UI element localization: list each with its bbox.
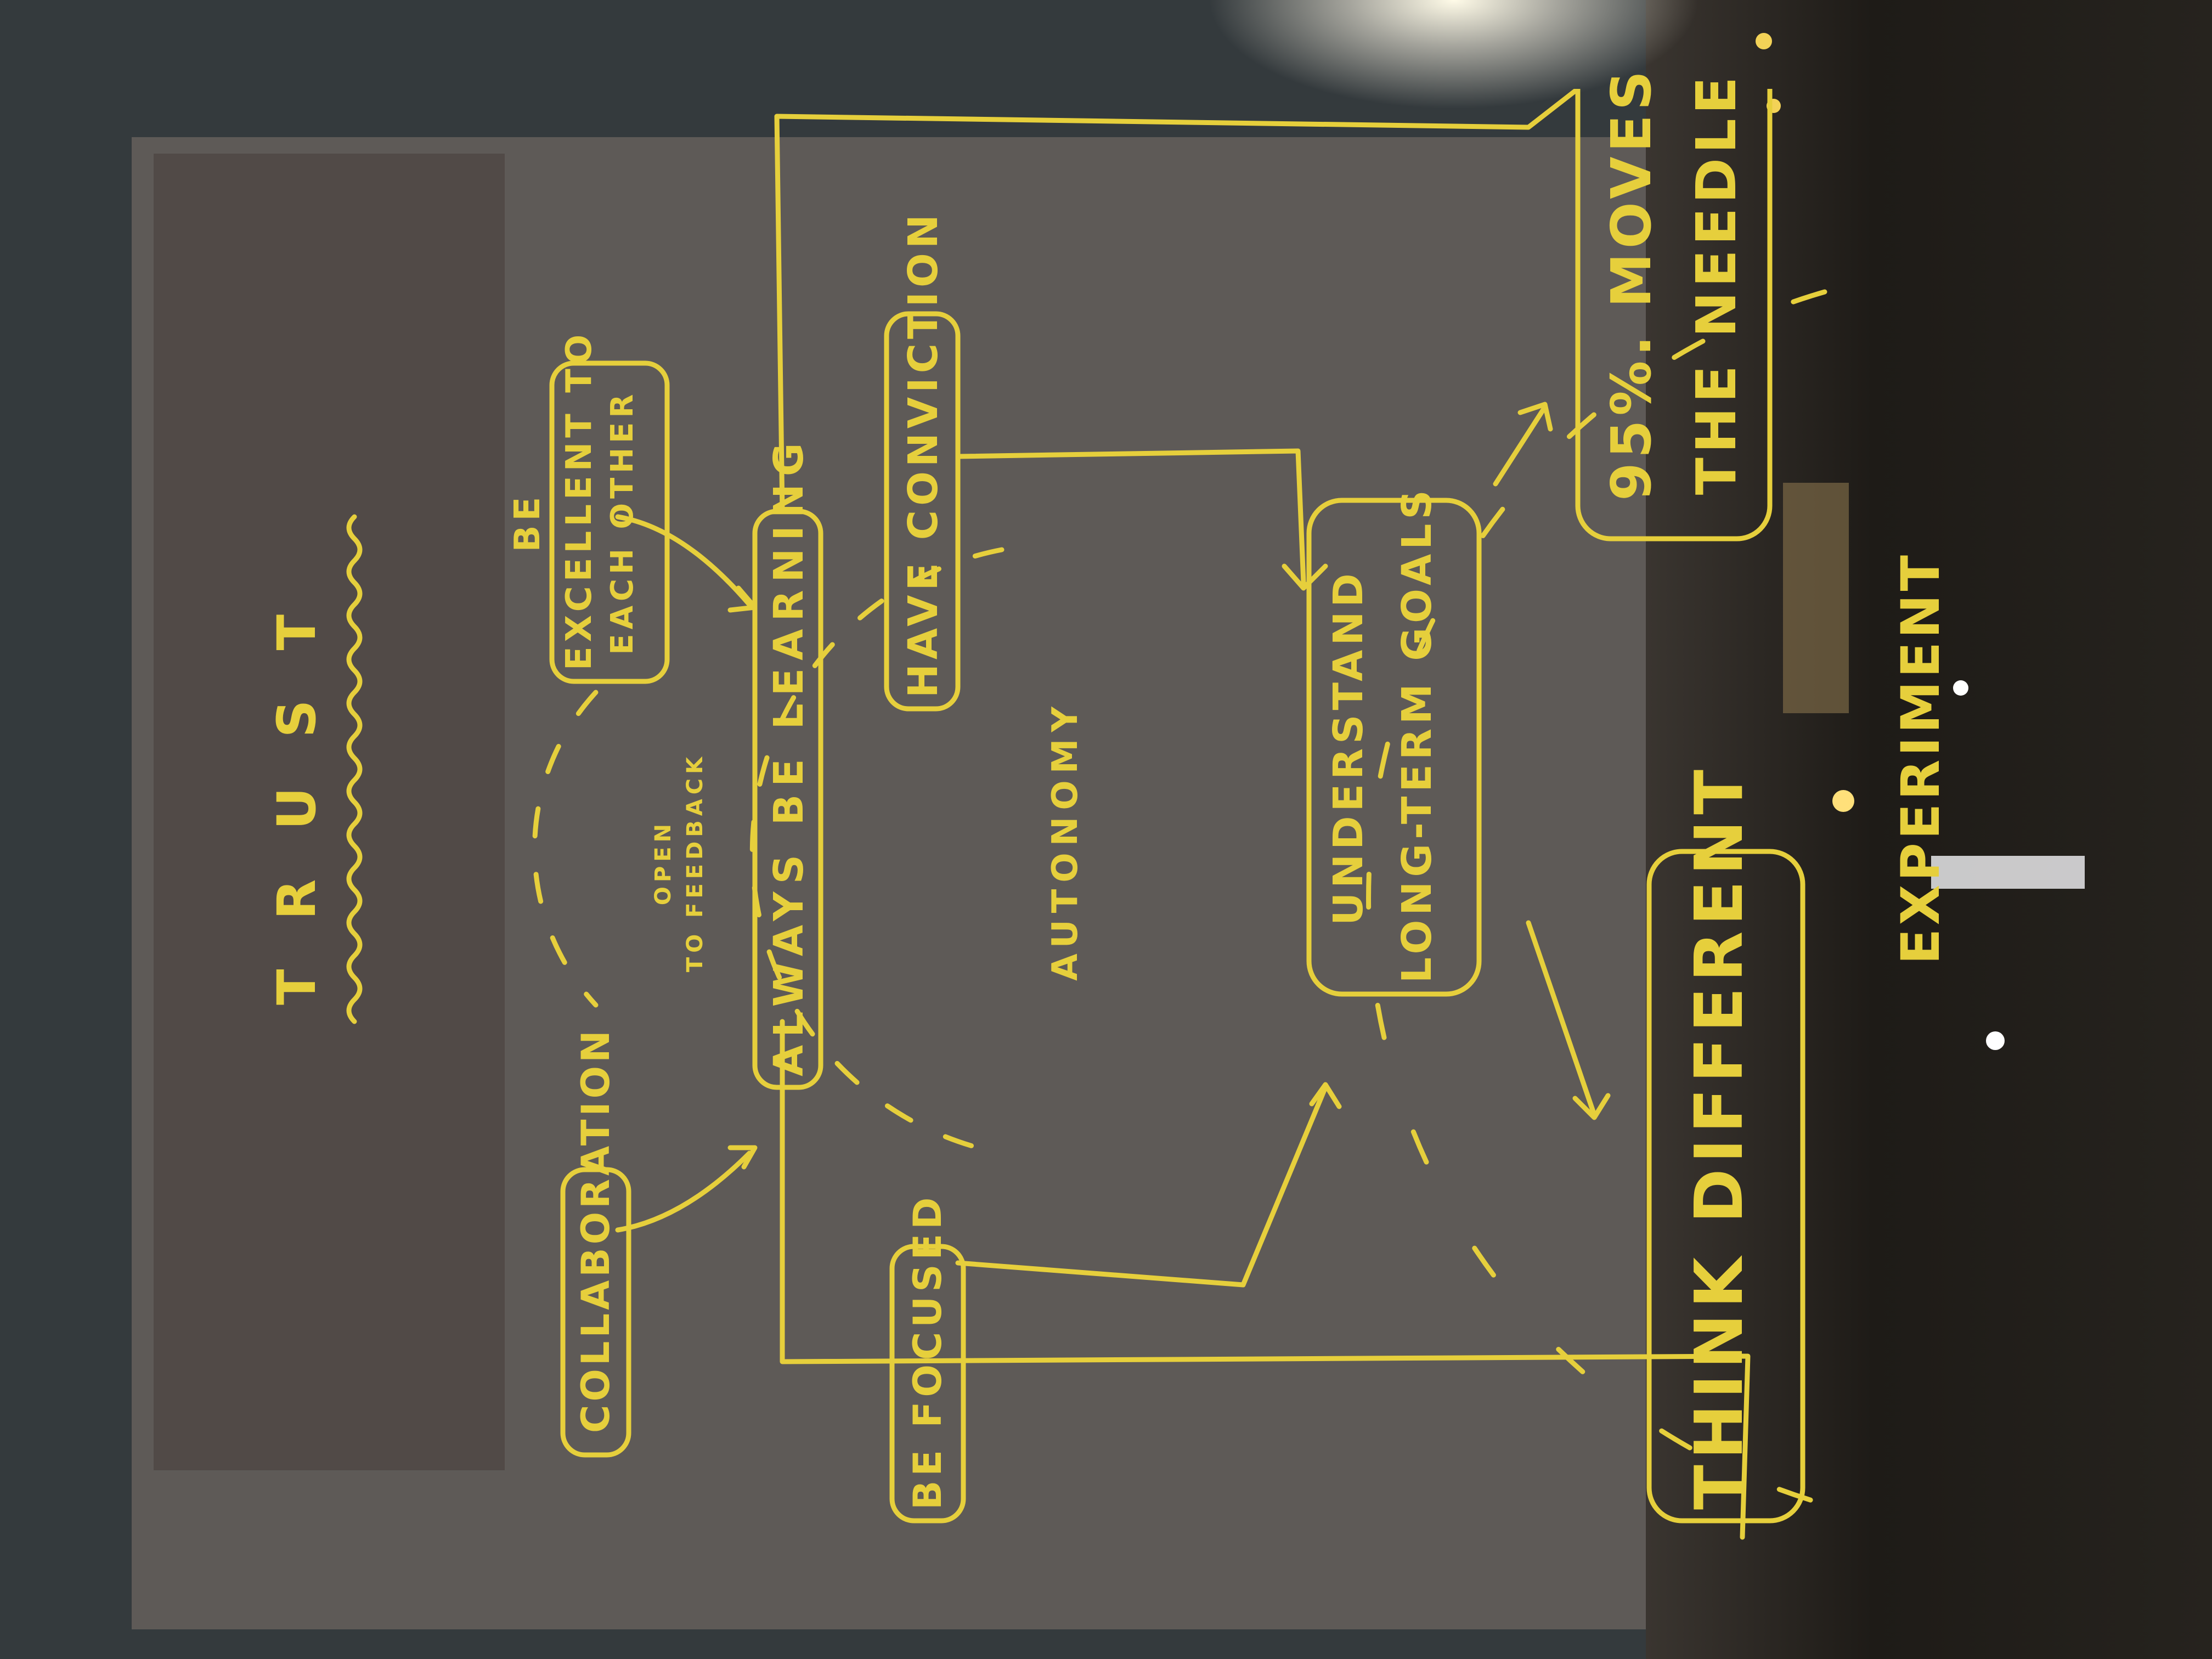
understand-goals-box [1306,498,1482,997]
to-feedback-line: TO FEEDBACK [682,752,708,973]
trust-underline [346,514,363,1024]
open-to-feedback-text: OPEN TO FEEDBACK [651,747,708,978]
have-conviction-label: HAVE CONVICTION [900,210,947,698]
arrow-conviction-goals [955,448,1306,585]
arrow-goals-needle [1493,404,1548,487]
be-excellent-line2: EXCELLENT TO [558,330,600,670]
always-be-learning-label: ALWAYS BE LEARNING [765,435,812,1076]
trust-heading: TRUST [266,565,328,1005]
moves-needle-box [1575,89,1773,541]
autonomy-label: AUTONOMY [1045,700,1086,981]
city-light [1986,1031,2005,1050]
connector-lines [346,89,1871,1540]
always-be-learning-box [752,509,823,1090]
feedback-arc [532,690,599,1008]
think-different-box [1646,849,1805,1523]
window-glass-shade [154,154,505,1470]
arrow-loop-think [780,1019,1751,1540]
understand-goals-text: UNDERSTAND LONG-TERM GOALS [1325,486,1441,983]
needle-line: THE NEEDLE [1684,72,1748,495]
lamp-glow [1207,0,1701,110]
be-focused-label: BE FOCUSED [905,1193,950,1510]
arrow-loop-needle [774,89,1581,514]
city-light [1832,790,1854,812]
be-excellent-line3: EACH OTHER [605,390,641,655]
be-excellent-text: BE EXCELLENT TO EACH OTHER [507,330,641,670]
collaboration-label: COLLABORATION [573,1027,618,1433]
diagram-board: TRUST COLLABORATION BE EXCELLENT TO EACH… [201,66,2011,1570]
autonomy-arc [749,547,1005,1156]
experiment-arc [1366,289,1871,1518]
building [1931,856,2085,889]
building [1783,483,1849,713]
arrow-goals-think [1526,920,1597,1118]
think-different-label: THINK DIFFERENT [1681,764,1758,1510]
city-light [1953,680,1968,696]
open-line: OPEN [651,819,676,906]
moves-needle-text: 95%. MOVES THE NEEDLE [1599,40,1748,528]
have-conviction-box [884,311,961,712]
long-term-goals-line: LONG-TERM GOALS [1393,486,1441,983]
city-light [1756,33,1772,49]
be-excellent-line1: BE [507,492,548,552]
moves-line: 95%. MOVES [1599,66,1663,501]
arrow-focused-goals [955,1085,1328,1288]
be-focused-box [889,1244,966,1523]
understand-line: UNDERSTAND [1325,569,1372,926]
be-excellent-box [549,360,670,684]
experiment-label: EXPERIMENT [1890,551,1951,965]
arrow-collaboration-learning [615,1150,752,1233]
arrow-excellent-learning [615,514,752,607]
city-view [1646,0,2212,1659]
collaboration-box [560,1167,631,1458]
